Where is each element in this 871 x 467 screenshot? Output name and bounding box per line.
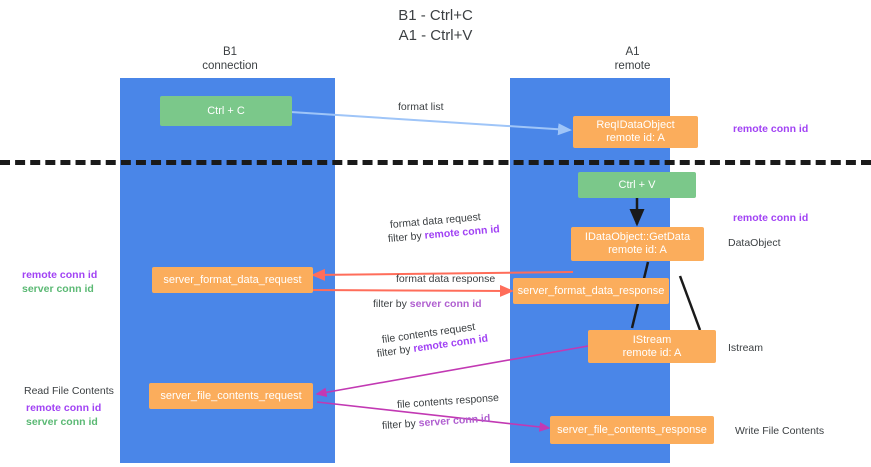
edge-label-format-data-response-filter: filter by server conn id xyxy=(373,297,482,311)
filter-key: server conn id xyxy=(418,412,491,430)
edge-label-file-contents-response-filter: filter by server conn id xyxy=(382,411,491,433)
label-read-file-contents: Read File Contents xyxy=(24,385,114,397)
filter-prefix: filter by xyxy=(373,298,410,310)
filter-prefix: filter by xyxy=(376,342,415,360)
column-header-b1: B1 connection xyxy=(202,46,258,72)
node-ctrl-c[interactable]: Ctrl + C xyxy=(160,96,292,126)
node-server-file-contents-request[interactable]: server_file_contents_request xyxy=(149,383,313,409)
label-istream: Istream xyxy=(728,342,764,354)
connector-format-data-response xyxy=(312,284,514,297)
label-left-remote-conn-id: remote conn id xyxy=(22,269,98,281)
section-divider xyxy=(0,160,871,165)
label-write-file-contents: Write File Contents xyxy=(735,425,825,437)
label-left-server-conn-id: server conn id xyxy=(22,283,94,295)
node-server-format-data-request[interactable]: server_format_data_request xyxy=(152,267,313,293)
node-server-format-data-response[interactable]: server_format_data_response xyxy=(513,278,669,304)
edge-label-format-data-response: format data response xyxy=(396,273,496,285)
label-left-server-conn-id-2: server conn id xyxy=(26,416,98,428)
node-getdata[interactable]: IDataObject::GetData remote id: A xyxy=(571,227,704,261)
label-remote-conn-id-top: remote conn id xyxy=(733,123,809,135)
diagram-title: B1 - Ctrl+C A1 - Ctrl+V xyxy=(398,7,473,44)
node-ctrl-v[interactable]: Ctrl + V xyxy=(578,172,696,198)
filter-prefix: filter by xyxy=(387,229,426,245)
connector-response-istream xyxy=(678,275,702,331)
node-istream[interactable]: IStream remote id: A xyxy=(588,330,716,363)
node-req-idataobject[interactable]: ReqIDataObject remote id: A xyxy=(573,116,698,148)
label-dataobject: DataObject xyxy=(728,237,781,249)
label-remote-conn-id-mid: remote conn id xyxy=(733,212,809,224)
filter-prefix: filter by xyxy=(381,417,420,432)
label-left-remote-conn-id-2: remote conn id xyxy=(26,402,102,414)
filter-key: server conn id xyxy=(409,298,482,310)
edge-label-format-list: format list xyxy=(398,101,444,113)
edge-label-file-contents-response: file contents response xyxy=(396,391,500,411)
column-header-a1: A1 remote xyxy=(614,46,651,72)
node-server-file-contents-response[interactable]: server_file_contents_response xyxy=(550,416,714,444)
